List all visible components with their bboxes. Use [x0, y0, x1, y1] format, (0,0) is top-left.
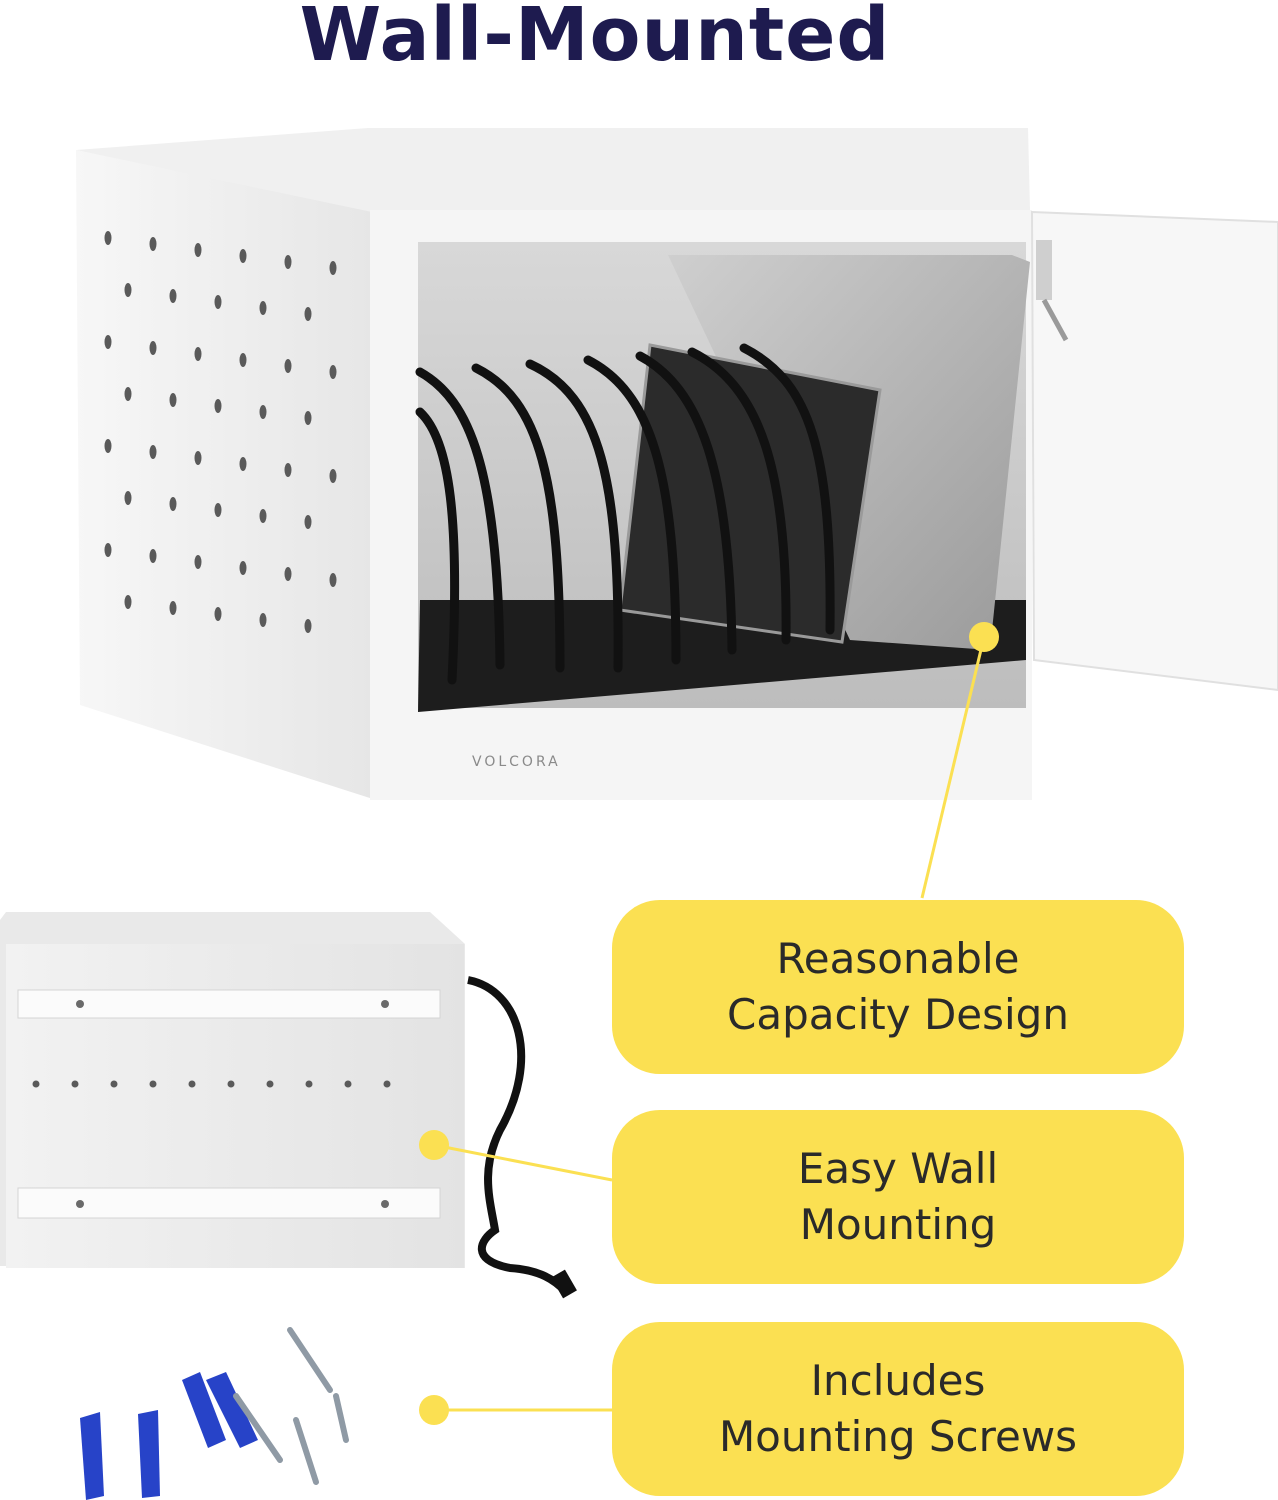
callout-screws-text: Includes Mounting Screws — [718, 1356, 1078, 1461]
vent-hole — [169, 497, 177, 511]
vent-hole — [194, 347, 202, 361]
vent-hole — [304, 619, 312, 633]
marker-dot-1 — [969, 622, 999, 652]
tablet — [618, 343, 882, 644]
vent-hole — [149, 237, 157, 251]
vent-hole — [259, 613, 267, 627]
callout-wall-mounting-text: Easy Wall Mounting — [797, 1144, 999, 1249]
vent-hole — [124, 387, 132, 401]
back-vent-hole — [110, 1080, 118, 1088]
mounting-rail-bottom — [17, 1187, 441, 1219]
vent-hole — [329, 365, 337, 379]
vent-hole — [194, 555, 202, 569]
back-vent-hole — [149, 1080, 157, 1088]
back-vent-holes — [32, 1080, 391, 1088]
mounting-screws — [80, 1327, 349, 1500]
door-latch — [1041, 298, 1069, 342]
keyhole-slots — [76, 1000, 389, 1208]
charging-cabinet: VOLCORA — [76, 128, 1278, 800]
vent-hole — [214, 399, 222, 413]
vent-hole — [149, 549, 157, 563]
vent-hole — [124, 283, 132, 297]
vent-hole — [214, 503, 222, 517]
device-divider-rack — [415, 343, 835, 685]
door-hinge — [1036, 240, 1052, 300]
cabinet-top — [76, 128, 1030, 215]
vent-hole — [169, 393, 177, 407]
vent-hole — [239, 561, 247, 575]
vent-hole — [304, 307, 312, 321]
vent-hole — [284, 255, 292, 269]
back-vent-hole — [266, 1080, 274, 1088]
vent-hole — [169, 601, 177, 615]
cabinet-door — [1030, 210, 1278, 692]
back-vent-hole — [305, 1080, 313, 1088]
vent-hole — [104, 335, 112, 349]
page-title: Wall-Mounted — [299, 0, 891, 78]
leader-line-1 — [920, 636, 986, 899]
vent-hole — [259, 301, 267, 315]
vent-hole — [104, 439, 112, 453]
vent-hole — [104, 231, 112, 245]
callout-wall-mounting: Easy Wall Mounting — [612, 1110, 1184, 1284]
vent-hole — [214, 295, 222, 309]
back-vent-hole — [71, 1080, 79, 1088]
vent-hole — [259, 405, 267, 419]
vent-hole — [259, 509, 267, 523]
marker-dot-2 — [419, 1130, 449, 1160]
back-vent-hole — [32, 1080, 40, 1088]
power-plug — [551, 1269, 577, 1299]
callout-capacity-text: Reasonable Capacity Design — [727, 934, 1069, 1039]
wall-anchors — [80, 1372, 258, 1500]
brand-logo: VOLCORA — [472, 754, 561, 770]
vent-hole — [124, 491, 132, 505]
back-vent-hole — [188, 1080, 196, 1088]
vent-hole — [304, 411, 312, 425]
callout-mounting-screws: Includes Mounting Screws — [612, 1322, 1184, 1496]
vent-hole — [194, 243, 202, 257]
vent-hole — [149, 445, 157, 459]
vent-hole — [284, 359, 292, 373]
vent-hole — [239, 457, 247, 471]
back-vent-hole — [383, 1080, 391, 1088]
vent-hole — [284, 567, 292, 581]
vent-hole — [239, 353, 247, 367]
screws — [233, 1327, 349, 1485]
vent-hole — [329, 261, 337, 275]
vent-hole — [169, 289, 177, 303]
vent-hole — [149, 341, 157, 355]
vent-hole — [214, 607, 222, 621]
callout-capacity-design: Reasonable Capacity Design — [612, 900, 1184, 1074]
mounting-rail-top — [17, 989, 441, 1019]
vent-hole — [104, 543, 112, 557]
vent-hole — [329, 469, 337, 483]
back-vent-hole — [344, 1080, 352, 1088]
vent-hole — [329, 573, 337, 587]
back-vent-hole — [227, 1080, 235, 1088]
callout-connectors — [419, 622, 999, 1425]
ventilation-holes — [104, 231, 337, 633]
vent-hole — [304, 515, 312, 529]
vent-hole — [194, 451, 202, 465]
power-cord — [467, 976, 569, 1295]
cabinet-side — [76, 150, 376, 800]
vent-hole — [284, 463, 292, 477]
vent-hole — [239, 249, 247, 263]
leader-line-2 — [433, 1143, 613, 1182]
vent-hole — [124, 595, 132, 609]
marker-dot-3 — [419, 1395, 449, 1425]
cabinet-back-view — [0, 912, 577, 1299]
